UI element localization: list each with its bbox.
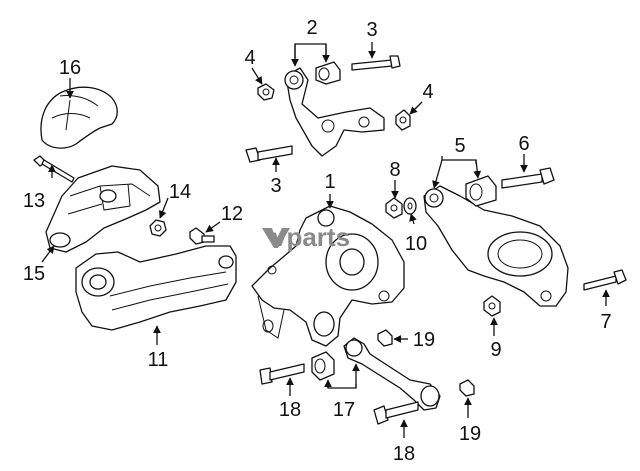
callout-8: 8 — [389, 159, 400, 181]
callout-7: 7 — [600, 311, 611, 333]
callout-2: 2 — [306, 17, 317, 39]
part-4-nut-left — [257, 83, 275, 101]
callout-13: 13 — [23, 190, 45, 212]
part-16-shield — [40, 86, 118, 149]
part-8-nut — [385, 197, 403, 219]
part-15-bracket — [45, 165, 161, 253]
part-12-bolt — [189, 227, 215, 245]
part-18-bolt-right — [373, 401, 419, 425]
part-19-nut-lower — [459, 379, 475, 397]
callout-14: 14 — [169, 181, 191, 203]
part-14-nut — [149, 219, 167, 237]
callout-1: 1 — [324, 171, 335, 193]
callout-9: 9 — [490, 339, 501, 361]
callout-3-upper: 3 — [366, 19, 377, 41]
callout-4-right: 4 — [422, 81, 433, 103]
part-9-nut — [483, 295, 501, 317]
part-2-upper-arm — [284, 61, 385, 157]
part-6-bolt — [501, 167, 555, 189]
part-7-bolt — [583, 269, 627, 291]
callout-3-lower: 3 — [270, 175, 281, 197]
watermark-logo: vparts — [262, 222, 350, 252]
callout-4-left: 4 — [244, 47, 255, 69]
part-3-bolt-lower — [245, 145, 293, 163]
callout-labels: 16 13 14 12 15 11 2 3 4 4 3 1 8 10 5 6 7… — [23, 17, 612, 465]
part-5-lower-arm — [423, 175, 569, 307]
callout-5: 5 — [454, 135, 465, 157]
callout-12: 12 — [221, 203, 243, 225]
part-10-washer — [403, 197, 417, 215]
callout-16: 16 — [59, 57, 81, 79]
watermark-text: vparts — [272, 222, 350, 252]
part-1-knuckle — [251, 205, 405, 347]
callout-15: 15 — [23, 263, 45, 285]
part-13-bolt — [33, 155, 75, 183]
callout-17: 17 — [333, 399, 355, 421]
part-17-link — [311, 337, 441, 411]
callout-19-upper: 19 — [413, 329, 435, 351]
callout-11: 11 — [148, 349, 169, 371]
leader-lines — [41, 42, 610, 438]
part-3-bolt-upper — [351, 55, 401, 71]
callout-6: 6 — [518, 133, 529, 155]
callout-18-right: 18 — [393, 443, 415, 465]
part-19-nut-upper — [377, 329, 393, 347]
part-18-bolt-left — [259, 363, 305, 385]
part-4-nut-right — [395, 109, 411, 131]
part-11-trailing-arm — [75, 245, 237, 331]
callout-18-left: 18 — [279, 399, 301, 421]
callout-19-lower: 19 — [459, 423, 481, 445]
callout-10: 10 — [405, 233, 427, 255]
